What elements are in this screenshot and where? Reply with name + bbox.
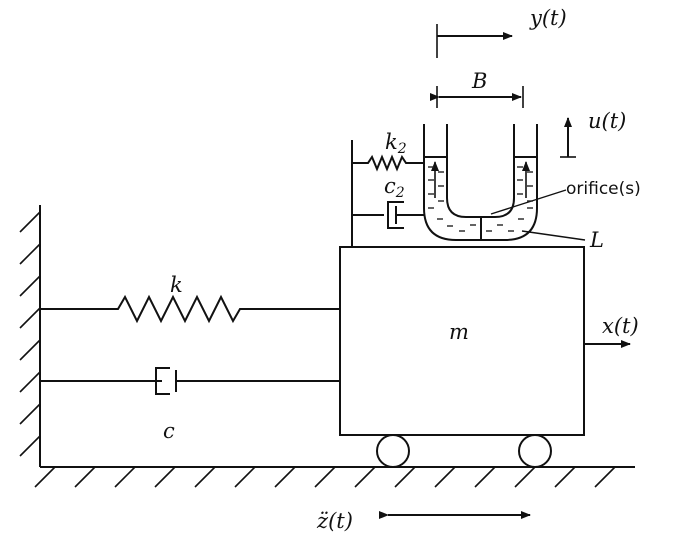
- label-c: c: [163, 419, 175, 443]
- label-c2-base: c: [384, 174, 396, 198]
- ground-hatching: [34, 466, 616, 488]
- label-u: u(t): [588, 109, 626, 133]
- main-spring: [40, 294, 340, 324]
- wall-hatching: [19, 211, 41, 457]
- label-z: z̈(t): [316, 509, 353, 533]
- label-k2-base: k: [385, 130, 398, 154]
- label-l: L: [589, 228, 604, 252]
- label-x: x(t): [602, 314, 639, 338]
- label-m: m: [449, 320, 469, 344]
- fluid-fill: [428, 166, 533, 232]
- mass-block: [339, 246, 585, 436]
- label-b: B: [471, 69, 487, 93]
- label-k2: k2: [385, 130, 407, 157]
- label-k2-sub: 2: [397, 141, 407, 157]
- wheel-right: [518, 434, 552, 468]
- u-tube-inner: [446, 124, 515, 218]
- label-orifice: orifice(s): [566, 179, 641, 199]
- tld-spring: [352, 154, 424, 172]
- label-k: k: [170, 273, 183, 297]
- main-damper: [40, 367, 340, 395]
- length-leader: [521, 230, 586, 241]
- label-c2: c2: [384, 174, 405, 201]
- diagram-lines: [19, 24, 635, 519]
- wheel-left: [376, 434, 410, 468]
- tld-damper: [352, 201, 424, 229]
- label-c2-sub: 2: [395, 185, 405, 201]
- orifice-leader: [490, 189, 567, 215]
- label-y: y(t): [529, 6, 567, 30]
